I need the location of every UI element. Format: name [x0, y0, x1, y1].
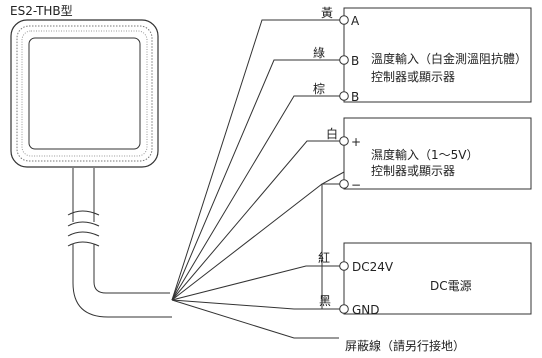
- terminal-label-minus: −: [351, 178, 361, 192]
- wire-white: [171, 140, 339, 301]
- terminal-b-2: [339, 91, 349, 101]
- dc-power-box: [343, 242, 532, 315]
- wire-label-brown: 棕: [313, 81, 325, 96]
- terminal-b-1: [339, 55, 349, 65]
- dc-power-label: DC電源: [430, 279, 472, 293]
- terminal-label-dc24v: DC24V: [352, 260, 394, 274]
- device-model-label: ES2-THB型: [10, 4, 73, 18]
- wire-label-yellow: 黃: [321, 6, 333, 20]
- wire-label-green: 綠: [313, 46, 325, 60]
- temperature-box-line2: 控制器或顯示器: [371, 70, 455, 84]
- wire-green: [171, 59, 339, 301]
- wire-yellow: [171, 19, 339, 301]
- terminal-a: [339, 15, 349, 25]
- wire-label-white: 白: [326, 126, 338, 141]
- humidity-box-line1: 濕度輸入（1～5V）: [371, 147, 478, 162]
- terminal-gnd: [339, 304, 349, 314]
- wire-brown: [171, 95, 339, 301]
- bridge-wire: [321, 171, 345, 310]
- wire-label-black: 黑: [319, 294, 331, 308]
- terminal-label-gnd: GND: [352, 303, 380, 317]
- wire-label-red: 紅: [318, 251, 330, 265]
- wire-shield: [171, 299, 339, 339]
- shield-label: 屏蔽線（請另行接地）: [345, 338, 465, 353]
- terminal-label-plus: +: [351, 135, 361, 149]
- terminal-label-a: A: [351, 14, 360, 28]
- terminal-markers: [338, 15, 349, 314]
- terminal-minus: [339, 179, 349, 189]
- terminal-label-b-2: B: [351, 90, 359, 104]
- terminal-dc24v: [339, 261, 349, 271]
- humidity-box-line2: 控制器或顯示器: [371, 164, 455, 178]
- terminal-plus: [339, 136, 349, 146]
- wire-red: [171, 265, 339, 301]
- temperature-controller-box: [343, 7, 532, 103]
- humidity-controller-box: [343, 117, 532, 190]
- wire-lines: [171, 19, 345, 339]
- sensor-cable: [67, 168, 172, 318]
- terminal-label-b-1: B: [351, 54, 359, 68]
- temperature-box-line1: 溫度輸入（白金測溫阻抗體）: [371, 51, 527, 66]
- sensor-device: [10, 19, 159, 168]
